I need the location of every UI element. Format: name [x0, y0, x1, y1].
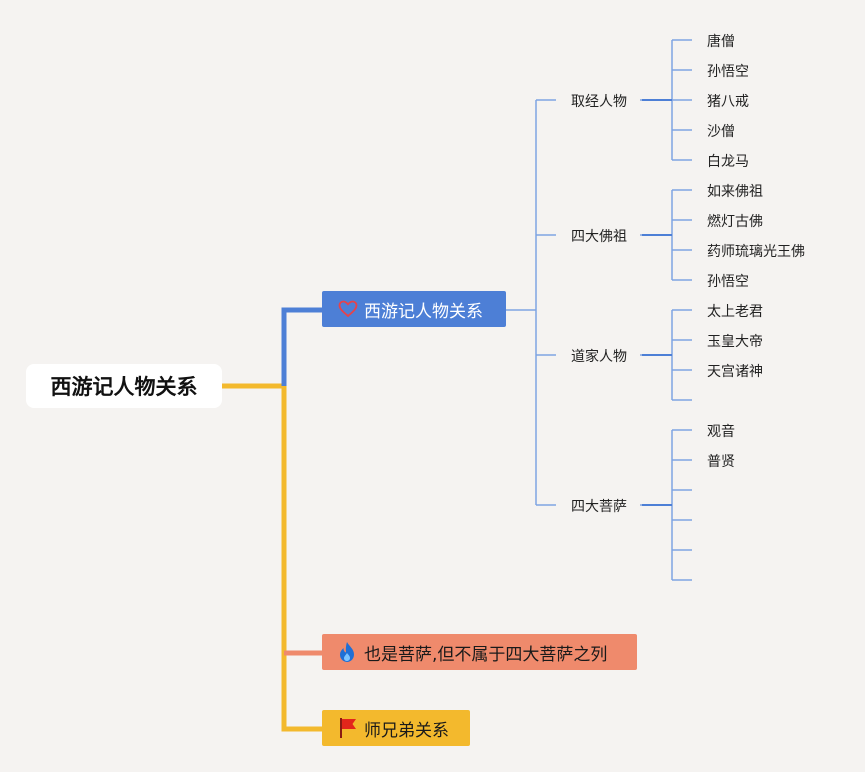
leaf-item[interactable]: 玉皇大帝: [707, 334, 763, 350]
main-to-groups: [506, 99, 556, 506]
yellow-trunk: [281, 386, 322, 732]
leaf-item[interactable]: 如来佛祖: [707, 184, 763, 200]
heart-outline-icon: [338, 298, 362, 320]
leaf-item[interactable]: 太上老君: [707, 304, 763, 320]
leaf-item[interactable]: 天宫诸神: [707, 364, 763, 380]
leaf-item[interactable]: 唐僧: [707, 34, 735, 50]
red-flag-icon: [338, 717, 362, 739]
leaf-item[interactable]: 孙悟空: [707, 274, 749, 290]
blue-trunk: [281, 307, 322, 386]
group-qujing[interactable]: 取经人物: [571, 94, 627, 110]
leaf-item[interactable]: 普贤: [707, 454, 735, 470]
branch-main[interactable]: 西游记人物关系: [322, 291, 506, 327]
group-pusa[interactable]: 四大菩萨: [571, 499, 627, 515]
group-stubs: [642, 99, 672, 506]
branch-main-label: 西游记人物关系: [364, 301, 483, 322]
root-topic[interactable]: 西游记人物关系: [26, 364, 222, 408]
blue-flame-icon: [338, 641, 362, 663]
branch-pusa[interactable]: 也是菩萨,但不属于四大菩萨之列: [322, 634, 637, 670]
leaf-item[interactable]: 猪八戒: [707, 94, 749, 110]
leaf-item[interactable]: 沙僧: [707, 124, 735, 140]
group-fozu[interactable]: 四大佛祖: [571, 229, 627, 245]
leaf-item[interactable]: 孙悟空: [707, 64, 749, 80]
leaf-item[interactable]: 药师琉璃光王佛: [707, 244, 805, 260]
branch-shixiong-label: 师兄弟关系: [364, 720, 449, 741]
leaf-item[interactable]: 燃灯古佛: [707, 214, 763, 230]
group-daojia[interactable]: 道家人物: [571, 349, 627, 365]
leaf-item[interactable]: 观音: [707, 424, 735, 440]
leaf-item[interactable]: 白龙马: [707, 154, 749, 170]
branch-shixiong[interactable]: 师兄弟关系: [322, 710, 470, 746]
branch-pusa-label: 也是菩萨,但不属于四大菩萨之列: [364, 644, 608, 665]
